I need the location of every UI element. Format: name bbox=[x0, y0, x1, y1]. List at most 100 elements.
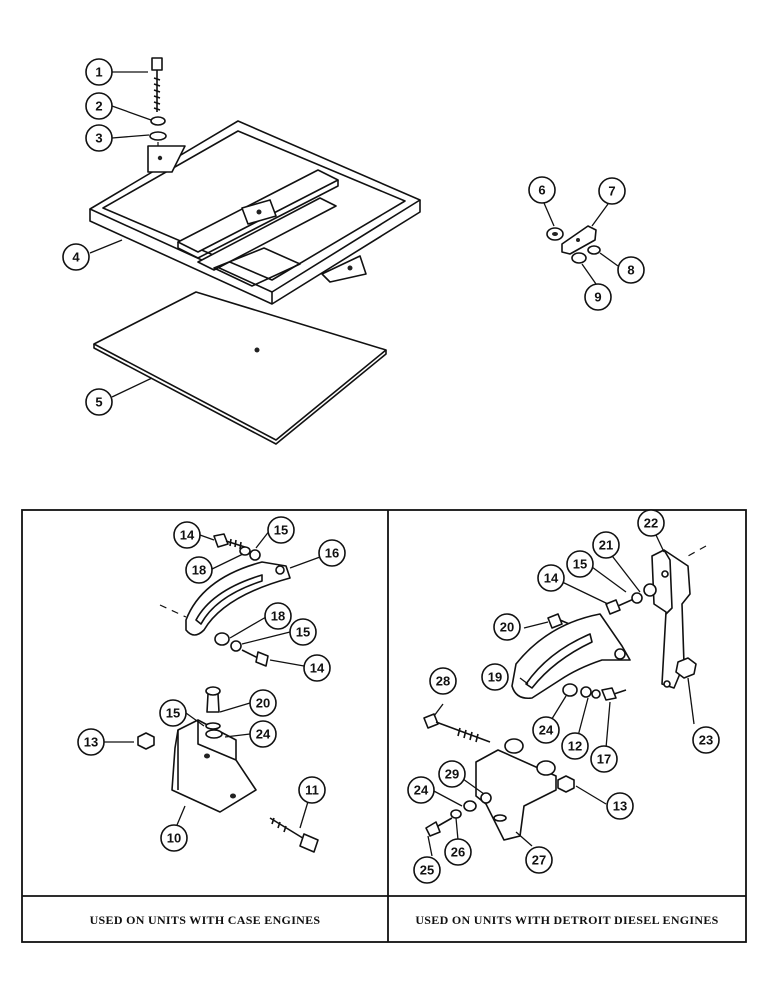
callout-21: 21 bbox=[592, 531, 620, 559]
case-engine-parts bbox=[137, 533, 319, 853]
callout-15a: 15 bbox=[267, 516, 295, 544]
svg-text:10: 10 bbox=[167, 831, 181, 846]
nut-part-13-right bbox=[557, 775, 575, 793]
callout-24c: 24 bbox=[407, 776, 435, 804]
slotted-arm-part-16 bbox=[185, 561, 291, 636]
callout-13a: 13 bbox=[77, 728, 105, 756]
washer-part-8 bbox=[587, 245, 601, 255]
svg-text:4: 4 bbox=[72, 250, 80, 265]
svg-text:14: 14 bbox=[544, 571, 559, 586]
bolt-part-28 bbox=[423, 713, 491, 743]
svg-text:15: 15 bbox=[274, 523, 288, 538]
callout-22: 22 bbox=[637, 509, 665, 537]
callout-24b: 24 bbox=[532, 716, 560, 744]
frame-assembly bbox=[89, 57, 421, 445]
callout-7: 7 bbox=[598, 177, 626, 205]
svg-text:14: 14 bbox=[180, 528, 195, 543]
callout-3: 3 bbox=[85, 124, 113, 152]
callout-18b: 18 bbox=[264, 602, 292, 630]
callout-19: 19 bbox=[481, 663, 509, 691]
svg-text:16: 16 bbox=[325, 546, 339, 561]
callout-12: 12 bbox=[561, 732, 589, 760]
svg-text:8: 8 bbox=[627, 263, 634, 278]
callout-24a: 24 bbox=[249, 720, 277, 748]
svg-text:28: 28 bbox=[436, 674, 450, 689]
svg-text:24: 24 bbox=[414, 783, 429, 798]
bolt-part-25 bbox=[425, 821, 441, 837]
callout-14b: 14 bbox=[303, 654, 331, 682]
caption-detroit-diesel-engines: USED ON UNITS WITH DETROIT DIESEL ENGINE… bbox=[415, 913, 718, 927]
callout-4: 4 bbox=[62, 243, 90, 271]
svg-text:24: 24 bbox=[539, 723, 554, 738]
bolt-part-11 bbox=[269, 817, 319, 853]
svg-text:9: 9 bbox=[594, 290, 601, 305]
svg-text:13: 13 bbox=[613, 799, 627, 814]
callout-16: 16 bbox=[318, 539, 346, 567]
svg-text:3: 3 bbox=[95, 131, 102, 146]
bolt-part-17 bbox=[601, 687, 617, 701]
panel-part-5 bbox=[93, 291, 387, 445]
callout-5: 5 bbox=[85, 388, 113, 416]
installation-table bbox=[21, 509, 747, 943]
leaders-left-cell bbox=[104, 529, 321, 829]
callout-8: 8 bbox=[617, 256, 645, 284]
svg-text:15: 15 bbox=[573, 557, 587, 572]
callout-20a: 20 bbox=[249, 689, 277, 717]
callout-1: 1 bbox=[85, 58, 113, 86]
svg-text:20: 20 bbox=[500, 620, 514, 635]
nut-part-23 bbox=[675, 657, 697, 679]
svg-text:25: 25 bbox=[420, 863, 434, 878]
callout-27: 27 bbox=[525, 846, 553, 874]
svg-text:20: 20 bbox=[256, 696, 270, 711]
svg-text:29: 29 bbox=[445, 767, 459, 782]
svg-text:7: 7 bbox=[608, 184, 615, 199]
svg-text:26: 26 bbox=[451, 845, 465, 860]
caption-case-engines: USED ON UNITS WITH CASE ENGINES bbox=[90, 913, 321, 927]
callout-11: 11 bbox=[298, 776, 326, 804]
bolt-part-20-left bbox=[206, 693, 220, 713]
washer-part-2 bbox=[150, 116, 166, 126]
svg-text:15: 15 bbox=[166, 706, 180, 721]
svg-text:27: 27 bbox=[532, 853, 546, 868]
svg-text:13: 13 bbox=[84, 735, 98, 750]
callout-15b: 15 bbox=[289, 618, 317, 646]
svg-text:5: 5 bbox=[95, 395, 102, 410]
svg-text:12: 12 bbox=[568, 739, 582, 754]
callout-9: 9 bbox=[584, 283, 612, 311]
svg-text:11: 11 bbox=[305, 783, 319, 798]
callout-6: 6 bbox=[528, 176, 556, 204]
callout-13b: 13 bbox=[606, 792, 634, 820]
callout-17: 17 bbox=[590, 745, 618, 773]
svg-text:1: 1 bbox=[95, 65, 102, 80]
svg-text:14: 14 bbox=[310, 661, 325, 676]
callout-14a: 14 bbox=[173, 521, 201, 549]
bolt-part-14-lower bbox=[255, 651, 269, 667]
bolt-part-14-right bbox=[605, 599, 621, 615]
bolt-part-20-right bbox=[547, 613, 563, 629]
callout-23: 23 bbox=[692, 726, 720, 754]
callout-20b: 20 bbox=[493, 613, 521, 641]
svg-text:23: 23 bbox=[699, 733, 713, 748]
callout-25: 25 bbox=[413, 856, 441, 884]
callout-15c: 15 bbox=[159, 699, 187, 727]
callout-29: 29 bbox=[438, 760, 466, 788]
nut-part-13-left bbox=[137, 732, 155, 750]
svg-text:6: 6 bbox=[538, 183, 545, 198]
callout-28: 28 bbox=[429, 667, 457, 695]
nut-part-9 bbox=[571, 252, 587, 264]
bolt-part-1 bbox=[151, 57, 163, 112]
detroit-diesel-parts bbox=[423, 545, 707, 841]
svg-text:17: 17 bbox=[597, 752, 611, 767]
svg-text:15: 15 bbox=[296, 625, 310, 640]
callout-18a: 18 bbox=[185, 556, 213, 584]
frame-part-4 bbox=[89, 120, 421, 305]
callout-15d: 15 bbox=[566, 550, 594, 578]
svg-text:19: 19 bbox=[488, 670, 502, 685]
svg-text:24: 24 bbox=[256, 727, 271, 742]
callout-14c: 14 bbox=[537, 564, 565, 592]
svg-text:22: 22 bbox=[644, 516, 658, 531]
callout-2: 2 bbox=[85, 92, 113, 120]
leaders-top bbox=[89, 71, 619, 398]
svg-text:21: 21 bbox=[599, 538, 613, 553]
